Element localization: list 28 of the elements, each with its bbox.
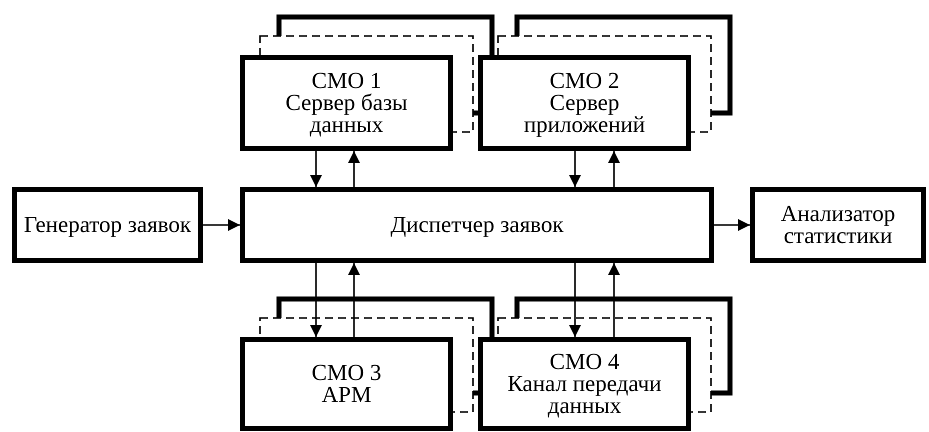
arrow: [569, 263, 581, 337]
box-label: СМО 4: [550, 351, 620, 373]
box-label: Канал передачи данных: [506, 373, 662, 417]
arrow: [348, 151, 360, 187]
process-box: [240, 337, 453, 431]
arrow: [203, 219, 240, 231]
process-box: [240, 187, 714, 263]
arrow: [310, 263, 322, 337]
arrow: [348, 263, 360, 337]
process-box: [12, 187, 203, 263]
arrow: [608, 151, 620, 187]
process-box: [478, 337, 691, 431]
box-label: СМО 3: [312, 362, 382, 384]
box-label: АРМ: [322, 384, 372, 406]
box-label: СМО 2: [550, 70, 620, 92]
box-label: Анализатор статистики: [780, 203, 896, 247]
arrow: [608, 263, 620, 337]
arrow: [310, 151, 322, 187]
box-label: СМО 1: [312, 70, 382, 92]
box-label: Генератор заявок: [24, 214, 192, 236]
process-box: [478, 55, 691, 151]
box-label: Диспетчер заявок: [390, 214, 564, 236]
arrow: [569, 151, 581, 187]
box-label: Сервер базы данных: [284, 92, 408, 136]
arrow: [714, 219, 750, 231]
process-box: [240, 55, 453, 151]
process-box: [750, 187, 926, 263]
box-label: Сервер приложений: [522, 92, 646, 136]
